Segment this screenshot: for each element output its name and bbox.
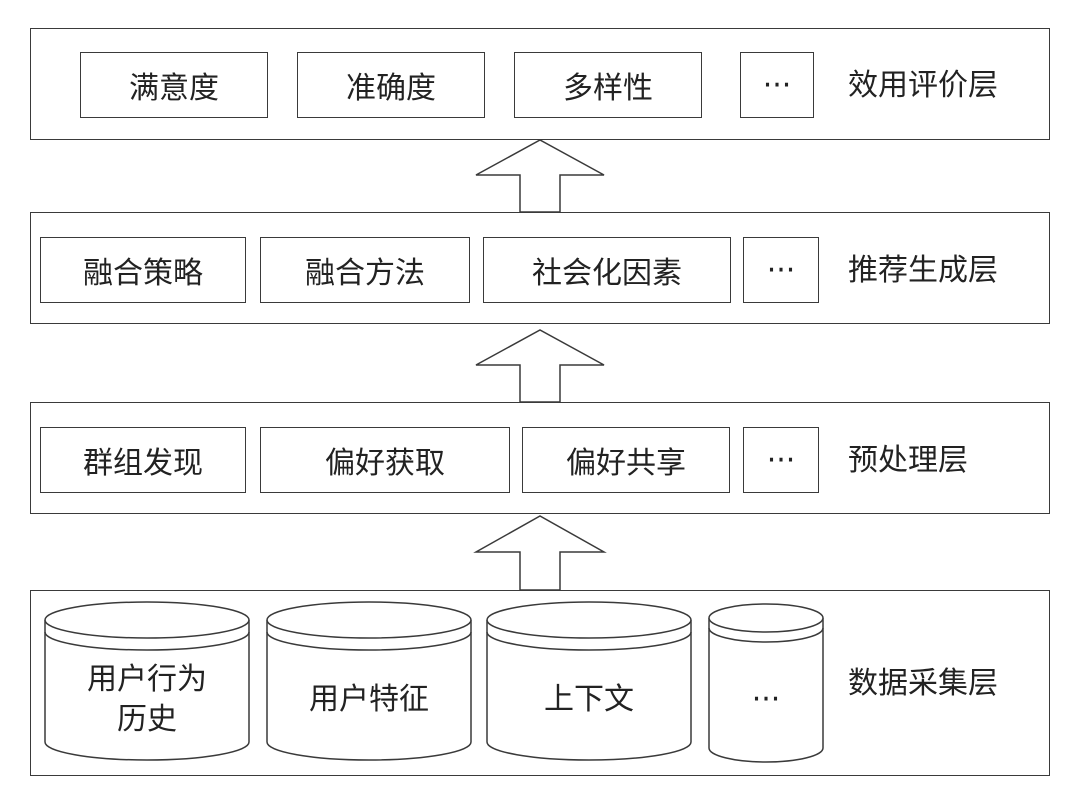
cylinder-label-context: 上下文 (544, 681, 634, 717)
item-satisfaction: 满意度 (80, 52, 268, 118)
cylinder-context (486, 601, 692, 761)
cylinder-user-features (266, 601, 472, 761)
cylinder-label-ellipsis: ··· (751, 681, 781, 717)
item-diversity: 多样性 (514, 52, 702, 118)
cylinder-label-user-features: 用户特征 (309, 681, 429, 717)
arrow-up-2 (475, 329, 605, 403)
layer-label-utility-evaluation: 效用评价层 (848, 68, 998, 103)
cylinder-ellipsis (708, 603, 824, 763)
arrow-up-3 (475, 139, 605, 213)
item-accuracy: 准确度 (297, 52, 485, 118)
item-preference-acquisition: 偏好获取 (260, 427, 510, 493)
layer-label-recommendation-generation: 推荐生成层 (848, 253, 998, 288)
item-group-discovery: 群组发现 (40, 427, 246, 493)
item-ellipsis-2: ··· (743, 237, 819, 303)
item-social-factors: 社会化因素 (483, 237, 731, 303)
layer-label-data-collection: 数据采集层 (848, 666, 998, 701)
item-fusion-strategy: 融合策略 (40, 237, 246, 303)
item-ellipsis-3: ··· (743, 427, 819, 493)
arrow-up-1 (473, 515, 607, 591)
item-ellipsis-1: ··· (740, 52, 814, 118)
layer-label-preprocessing: 预处理层 (848, 443, 968, 478)
item-fusion-method: 融合方法 (260, 237, 470, 303)
item-preference-sharing: 偏好共享 (522, 427, 730, 493)
cylinder-user-behavior-history (44, 601, 250, 761)
cylinder-label-user-behavior-history: 用户行为 历史 (87, 661, 207, 738)
